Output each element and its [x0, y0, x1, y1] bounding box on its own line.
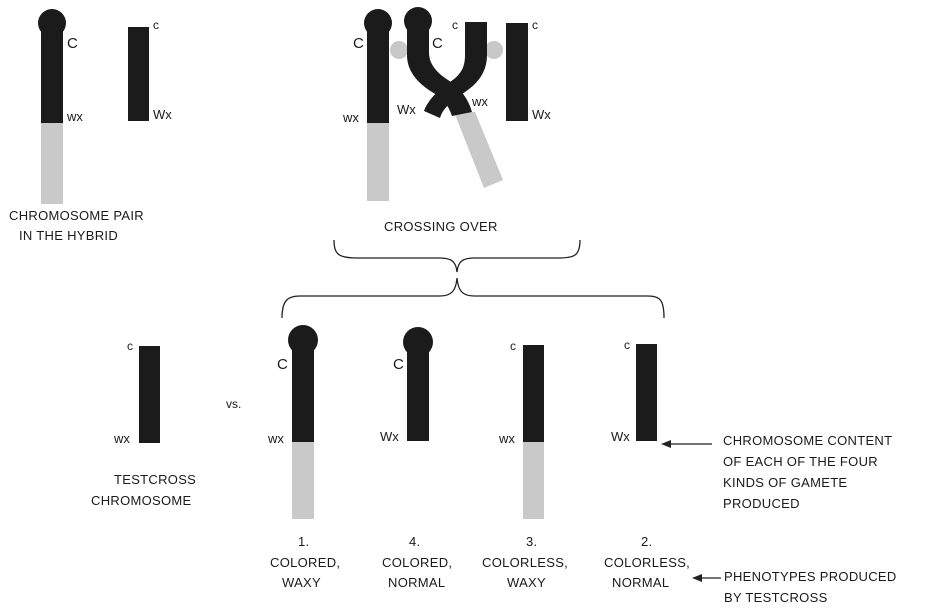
crossing-label-C1: C [353, 35, 364, 52]
hybrid-right-bottom-label: Wx [153, 107, 172, 122]
lower-brace [281, 277, 665, 319]
hybrid-left-bottom-label: wx [66, 109, 83, 124]
crossing-label-Wx-mid: Wx [397, 102, 416, 117]
gamete-4-bottom-label: Wx [380, 429, 399, 444]
crossing-chromosome-c-dark [424, 22, 487, 118]
gamete-4-top-label: C [393, 356, 404, 373]
gamete-annotation-line3: KINDS OF GAMETE [723, 475, 847, 490]
gamete-4: C Wx 4. COLORED, NORMAL [380, 327, 452, 590]
gamete-1-phenotype-line2: WAXY [282, 575, 321, 590]
gamete-1-top-label: C [277, 356, 288, 373]
gamete-3-chromosome-dark [523, 345, 544, 442]
pheno-annotation-line1: PHENOTYPES PRODUCED [724, 569, 897, 584]
crossing-chromosome-a-knob [364, 9, 392, 37]
upper-brace [333, 239, 581, 273]
gamete-1-phenotype-line1: COLORED, [270, 555, 340, 570]
gamete-arrow-head [661, 440, 671, 448]
gamete-1-chromosome-dark [292, 342, 314, 442]
gamete-3-number: 3. [526, 534, 537, 549]
hybrid-right-top-label: c [153, 18, 159, 32]
crossing-label-c2: c [532, 18, 538, 32]
crossing-chromosome-b-light [454, 112, 503, 188]
hybrid-left-centromere-knob [38, 9, 66, 37]
crossing-label-C2: C [432, 35, 443, 52]
hybrid-caption-line2: IN THE HYBRID [19, 228, 118, 243]
crossing-label-Wx-right: Wx [532, 107, 551, 122]
testcross-caption-line2: CHROMOSOME [91, 493, 192, 508]
gamete-3-phenotype-line2: WAXY [507, 575, 546, 590]
gamete-2-phenotype-line1: COLORLESS, [604, 555, 690, 570]
crossing-caption: CROSSING OVER [384, 219, 498, 234]
gamete-2-bottom-label: Wx [611, 429, 630, 444]
gamete-3-bottom-label: wx [498, 431, 515, 446]
hybrid-left-chromosome-dark [41, 30, 63, 123]
gamete-4-phenotype-line2: NORMAL [388, 575, 445, 590]
hybrid-left-top-label: C [67, 35, 78, 52]
testcross-bottom-label: wx [113, 431, 130, 446]
gamete-1-knob [288, 325, 318, 355]
hybrid-pair: C wx c Wx CHROMOSOME PAIR IN THE HYBRID [9, 9, 172, 243]
crossing-chromosome-d [506, 23, 528, 121]
crossing-chromosome-b-knob [404, 7, 432, 35]
gamete-3: c wx 3. COLORLESS, WAXY [482, 339, 568, 590]
crossing-chromosome-a-light [367, 123, 389, 201]
gamete-annotation-line2: OF EACH OF THE FOUR [723, 454, 878, 469]
gamete-2-number: 2. [641, 534, 652, 549]
gamete-4-phenotype-line1: COLORED, [382, 555, 452, 570]
crossing-chromosome-a-dark [367, 30, 389, 123]
gamete-1-chromosome-light [292, 442, 314, 519]
crossing-label-wx-mid: wx [471, 94, 488, 109]
crossing-over-group: C C c c wx Wx wx Wx CROSSING OVER [342, 7, 551, 234]
gamete-1: C wx 1. COLORED, WAXY [267, 325, 340, 590]
gamete-3-phenotype-line1: COLORLESS, [482, 555, 568, 570]
gamete-annotation-line4: PRODUCED [723, 496, 800, 511]
annotations: CHROMOSOME CONTENT OF EACH OF THE FOUR K… [661, 433, 897, 605]
pheno-arrow-head [692, 574, 702, 582]
gamete-1-bottom-label: wx [267, 431, 284, 446]
pheno-annotation-line2: BY TESTCROSS [724, 590, 828, 605]
gamete-2-top-label: c [624, 338, 630, 352]
gamete-4-knob [403, 327, 433, 357]
gamete-4-chromosome [407, 345, 429, 441]
gamete-3-top-label: c [510, 339, 516, 353]
crossing-label-wx-left: wx [342, 110, 359, 125]
hybrid-left-chromosome-light [41, 123, 63, 204]
crossing-label-c1: c [452, 18, 458, 32]
testcross-caption-line1: TESTCROSS [114, 472, 196, 487]
hybrid-caption-line1: CHROMOSOME PAIR [9, 208, 144, 223]
vs-label: vs. [226, 397, 241, 411]
gamete-2: c Wx 2. COLORLESS, NORMAL [604, 338, 690, 590]
gamete-2-phenotype-line2: NORMAL [612, 575, 669, 590]
gamete-4-number: 4. [409, 534, 420, 549]
hybrid-right-chromosome [128, 27, 149, 121]
crossing-knob-left [390, 41, 408, 59]
gamete-2-chromosome [636, 344, 657, 441]
gamete-annotation-line1: CHROMOSOME CONTENT [723, 433, 892, 448]
gamete-1-number: 1. [298, 534, 309, 549]
testcross-chromosome [139, 346, 160, 443]
crossing-knob-right [485, 41, 503, 59]
testcross-top-label: c [127, 339, 133, 353]
gamete-3-chromosome-light [523, 442, 544, 519]
testcross-group: c wx TESTCROSS CHROMOSOME vs. [91, 339, 241, 508]
